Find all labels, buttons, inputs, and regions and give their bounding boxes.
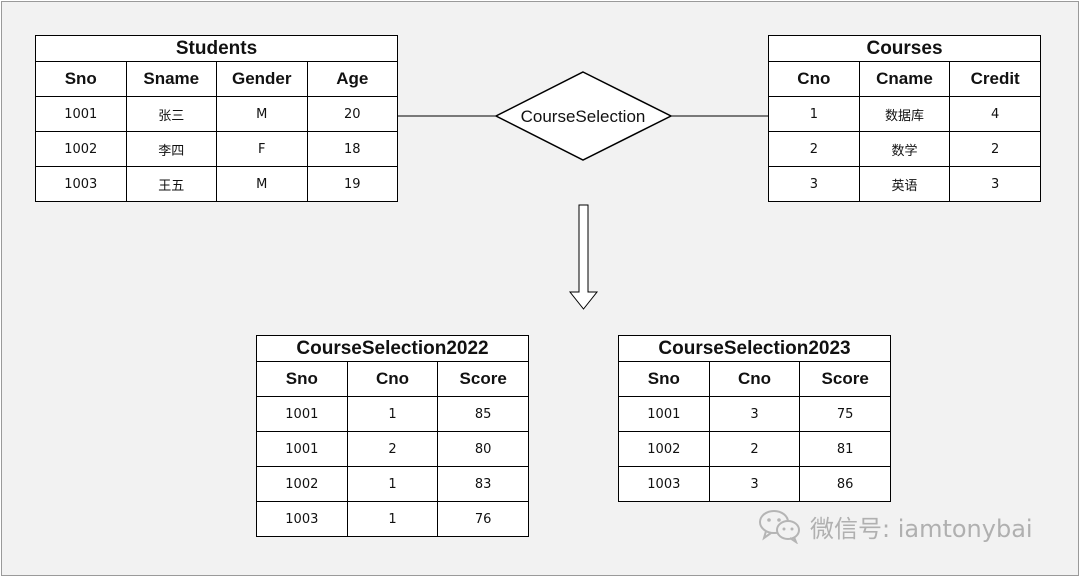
table-cell: 3 [949, 166, 1041, 202]
table-cell: 1001 [256, 431, 348, 467]
table-cell: 1001 [256, 396, 348, 432]
table-cell: 76 [437, 501, 529, 537]
column-header: Age [306, 61, 398, 97]
column-header: Cno [708, 361, 801, 397]
table-cell: F [216, 131, 308, 167]
table-cell: M [216, 166, 308, 202]
column-header: Cno [346, 361, 439, 397]
table-cell: 2 [346, 431, 439, 467]
column-header: Credit [949, 61, 1041, 97]
table-cell: 1002 [35, 131, 127, 167]
watermark-text: 微信号: iamtonybai [810, 514, 1033, 543]
table-cell: 81 [799, 431, 891, 467]
column-header: Sno [35, 61, 127, 97]
table-cell: 2 [768, 131, 860, 167]
table-cell: 1001 [35, 96, 127, 132]
table-cell: 2 [949, 131, 1041, 167]
column-header: Cno [768, 61, 860, 97]
table-title: Courses [768, 35, 1041, 62]
table-cell: 张三 [125, 96, 217, 132]
table-cell: 数据库 [858, 96, 951, 132]
table-cell: 英语 [858, 166, 951, 202]
table-title: Students [35, 35, 398, 62]
wechat-icon [759, 510, 800, 544]
table-cell: 1002 [256, 466, 348, 502]
table-cell: 1 [768, 96, 860, 132]
table-cell: 85 [437, 396, 529, 432]
table-cell: 4 [949, 96, 1041, 132]
table-cell: 80 [437, 431, 529, 467]
column-header: Sno [618, 361, 710, 397]
table-cell: 1003 [35, 166, 127, 202]
down-arrow [568, 204, 599, 310]
table-cell: 2 [708, 431, 801, 467]
table-cell: 1003 [618, 466, 710, 502]
relationship-diamond [494, 71, 673, 161]
table-cell: 王五 [125, 166, 217, 202]
table-cell: 3 [768, 166, 860, 202]
column-header: Sname [125, 61, 217, 97]
table-cell: 数学 [858, 131, 951, 167]
table-cell: M [216, 96, 308, 132]
table-cell: 1001 [618, 396, 710, 432]
table-cell: 18 [306, 131, 398, 167]
table-cell: 19 [306, 166, 398, 202]
table-cell: 86 [799, 466, 891, 502]
table-cell: 1 [346, 466, 439, 502]
table-cell: 李四 [125, 131, 217, 167]
table-title: CourseSelection2022 [256, 335, 529, 362]
watermark: 微信号: iamtonybai [758, 508, 1033, 544]
table-cell: 1 [346, 501, 439, 537]
table-cell: 1002 [618, 431, 710, 467]
table-cell: 3 [708, 396, 801, 432]
table-cell: 75 [799, 396, 891, 432]
table-cell: 1 [346, 396, 439, 432]
table-cell: 3 [708, 466, 801, 502]
relationship-label: CourseSelection [521, 107, 646, 126]
table-cell: 1003 [256, 501, 348, 537]
table-cell: 20 [306, 96, 398, 132]
column-header: Score [799, 361, 891, 397]
column-header: Gender [216, 61, 308, 97]
column-header: Sno [256, 361, 348, 397]
table-title: CourseSelection2023 [618, 335, 891, 362]
column-header: Cname [858, 61, 951, 97]
column-header: Score [437, 361, 529, 397]
table-cell: 83 [437, 466, 529, 502]
